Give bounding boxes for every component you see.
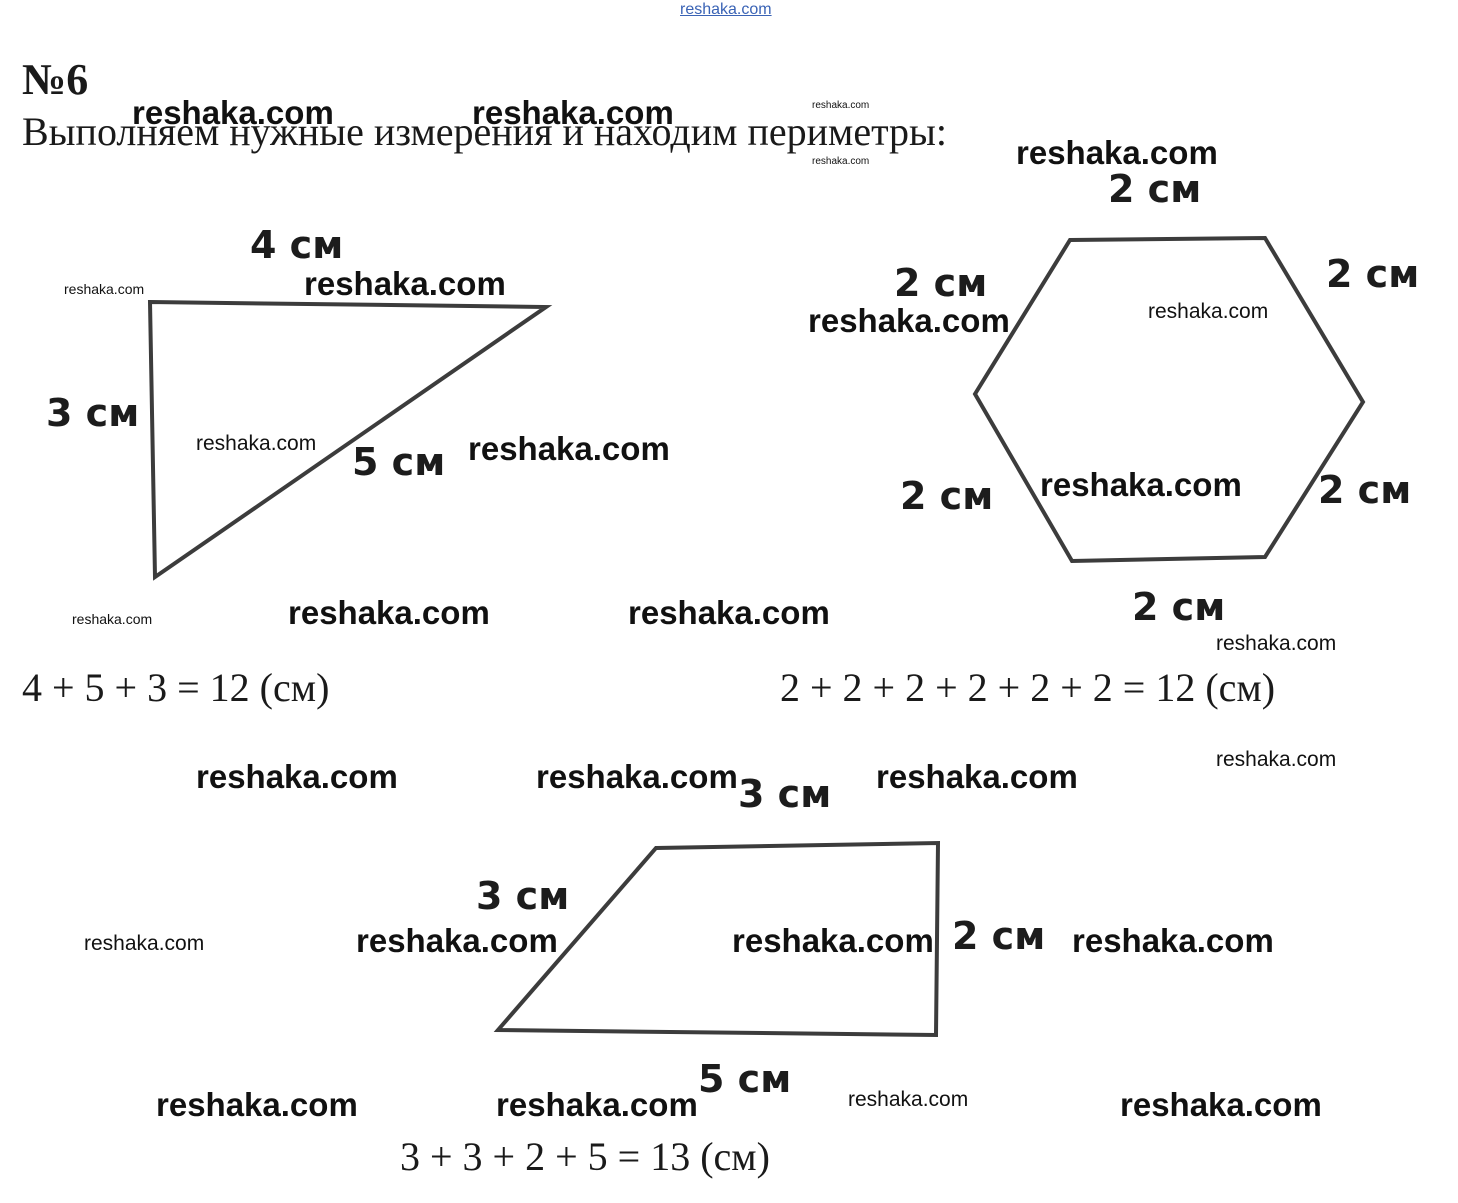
- watermark: reshaka.com: [132, 94, 334, 131]
- triangle-perimeter-equation: 4 + 5 + 3 = 12 (см): [22, 665, 330, 710]
- watermark: reshaka.com: [1120, 1086, 1322, 1123]
- watermark: reshaka.com: [468, 430, 670, 467]
- hexagon-shape: [972, 235, 1366, 564]
- trapezoid-shape: [493, 840, 941, 1038]
- watermark: reshaka.com: [808, 302, 1010, 339]
- triangle-left-side-label: 3 см: [46, 391, 140, 435]
- trapezoid-left-side-label: 3 см: [476, 874, 570, 918]
- watermark: reshaka.com: [304, 265, 506, 302]
- watermark: reshaka.com: [812, 100, 870, 111]
- triangle-hypotenuse-label: 5 см: [352, 440, 446, 484]
- watermark-top-link[interactable]: reshaka.com: [680, 1, 772, 18]
- watermark: reshaka.com: [1216, 748, 1337, 771]
- watermark: reshaka.com: [1148, 300, 1269, 323]
- watermark: reshaka.com: [84, 932, 205, 955]
- watermark: reshaka.com: [1216, 632, 1337, 655]
- watermark: reshaka.com: [496, 1086, 698, 1123]
- hexagon-upper-left-side-label: 2 см: [894, 261, 988, 305]
- trapezoid-bottom-side-label: 5 см: [698, 1057, 792, 1101]
- instruction-text: Выполняем нужные измерения и находим пер…: [22, 109, 948, 154]
- watermark: reshaka.com: [156, 1086, 358, 1123]
- watermark: reshaka.com: [732, 922, 934, 959]
- watermark: reshaka.com: [848, 1088, 969, 1111]
- watermark: reshaka.com: [812, 156, 870, 167]
- hexagon-lower-left-side-label: 2 см: [900, 474, 994, 518]
- watermark: reshaka.com: [536, 758, 738, 795]
- watermark: reshaka.com: [472, 94, 674, 131]
- hexagon-lower-right-side-label: 2 см: [1318, 468, 1412, 512]
- watermark: reshaka.com: [196, 758, 398, 795]
- watermark: reshaka.com: [1072, 922, 1274, 959]
- watermark: reshaka.com: [356, 922, 558, 959]
- task-number: №6: [22, 55, 89, 104]
- hexagon-upper-right-side-label: 2 см: [1326, 252, 1420, 296]
- watermark: reshaka.com: [64, 281, 145, 297]
- watermark: reshaka.com: [1040, 466, 1242, 503]
- watermark: reshaka.com: [628, 594, 830, 631]
- hexagon-perimeter-equation: 2 + 2 + 2 + 2 + 2 + 2 = 12 (см): [780, 665, 1276, 710]
- trapezoid-perimeter-equation: 3 + 3 + 2 + 5 = 13 (см): [400, 1134, 770, 1179]
- trapezoid-right-side-label: 2 см: [952, 914, 1046, 958]
- watermark: reshaka.com: [196, 432, 317, 455]
- trapezoid-top-side-label: 3 см: [738, 772, 832, 816]
- watermark: reshaka.com: [72, 611, 153, 627]
- triangle-top-side-label: 4 см: [250, 223, 344, 267]
- hexagon-top-side-label: 2 см: [1108, 167, 1202, 211]
- hexagon-bottom-side-label: 2 см: [1132, 585, 1226, 629]
- watermark: reshaka.com: [288, 594, 490, 631]
- watermark: reshaka.com: [876, 758, 1078, 795]
- watermark: reshaka.com: [1016, 134, 1218, 171]
- triangle-shape: [147, 299, 553, 581]
